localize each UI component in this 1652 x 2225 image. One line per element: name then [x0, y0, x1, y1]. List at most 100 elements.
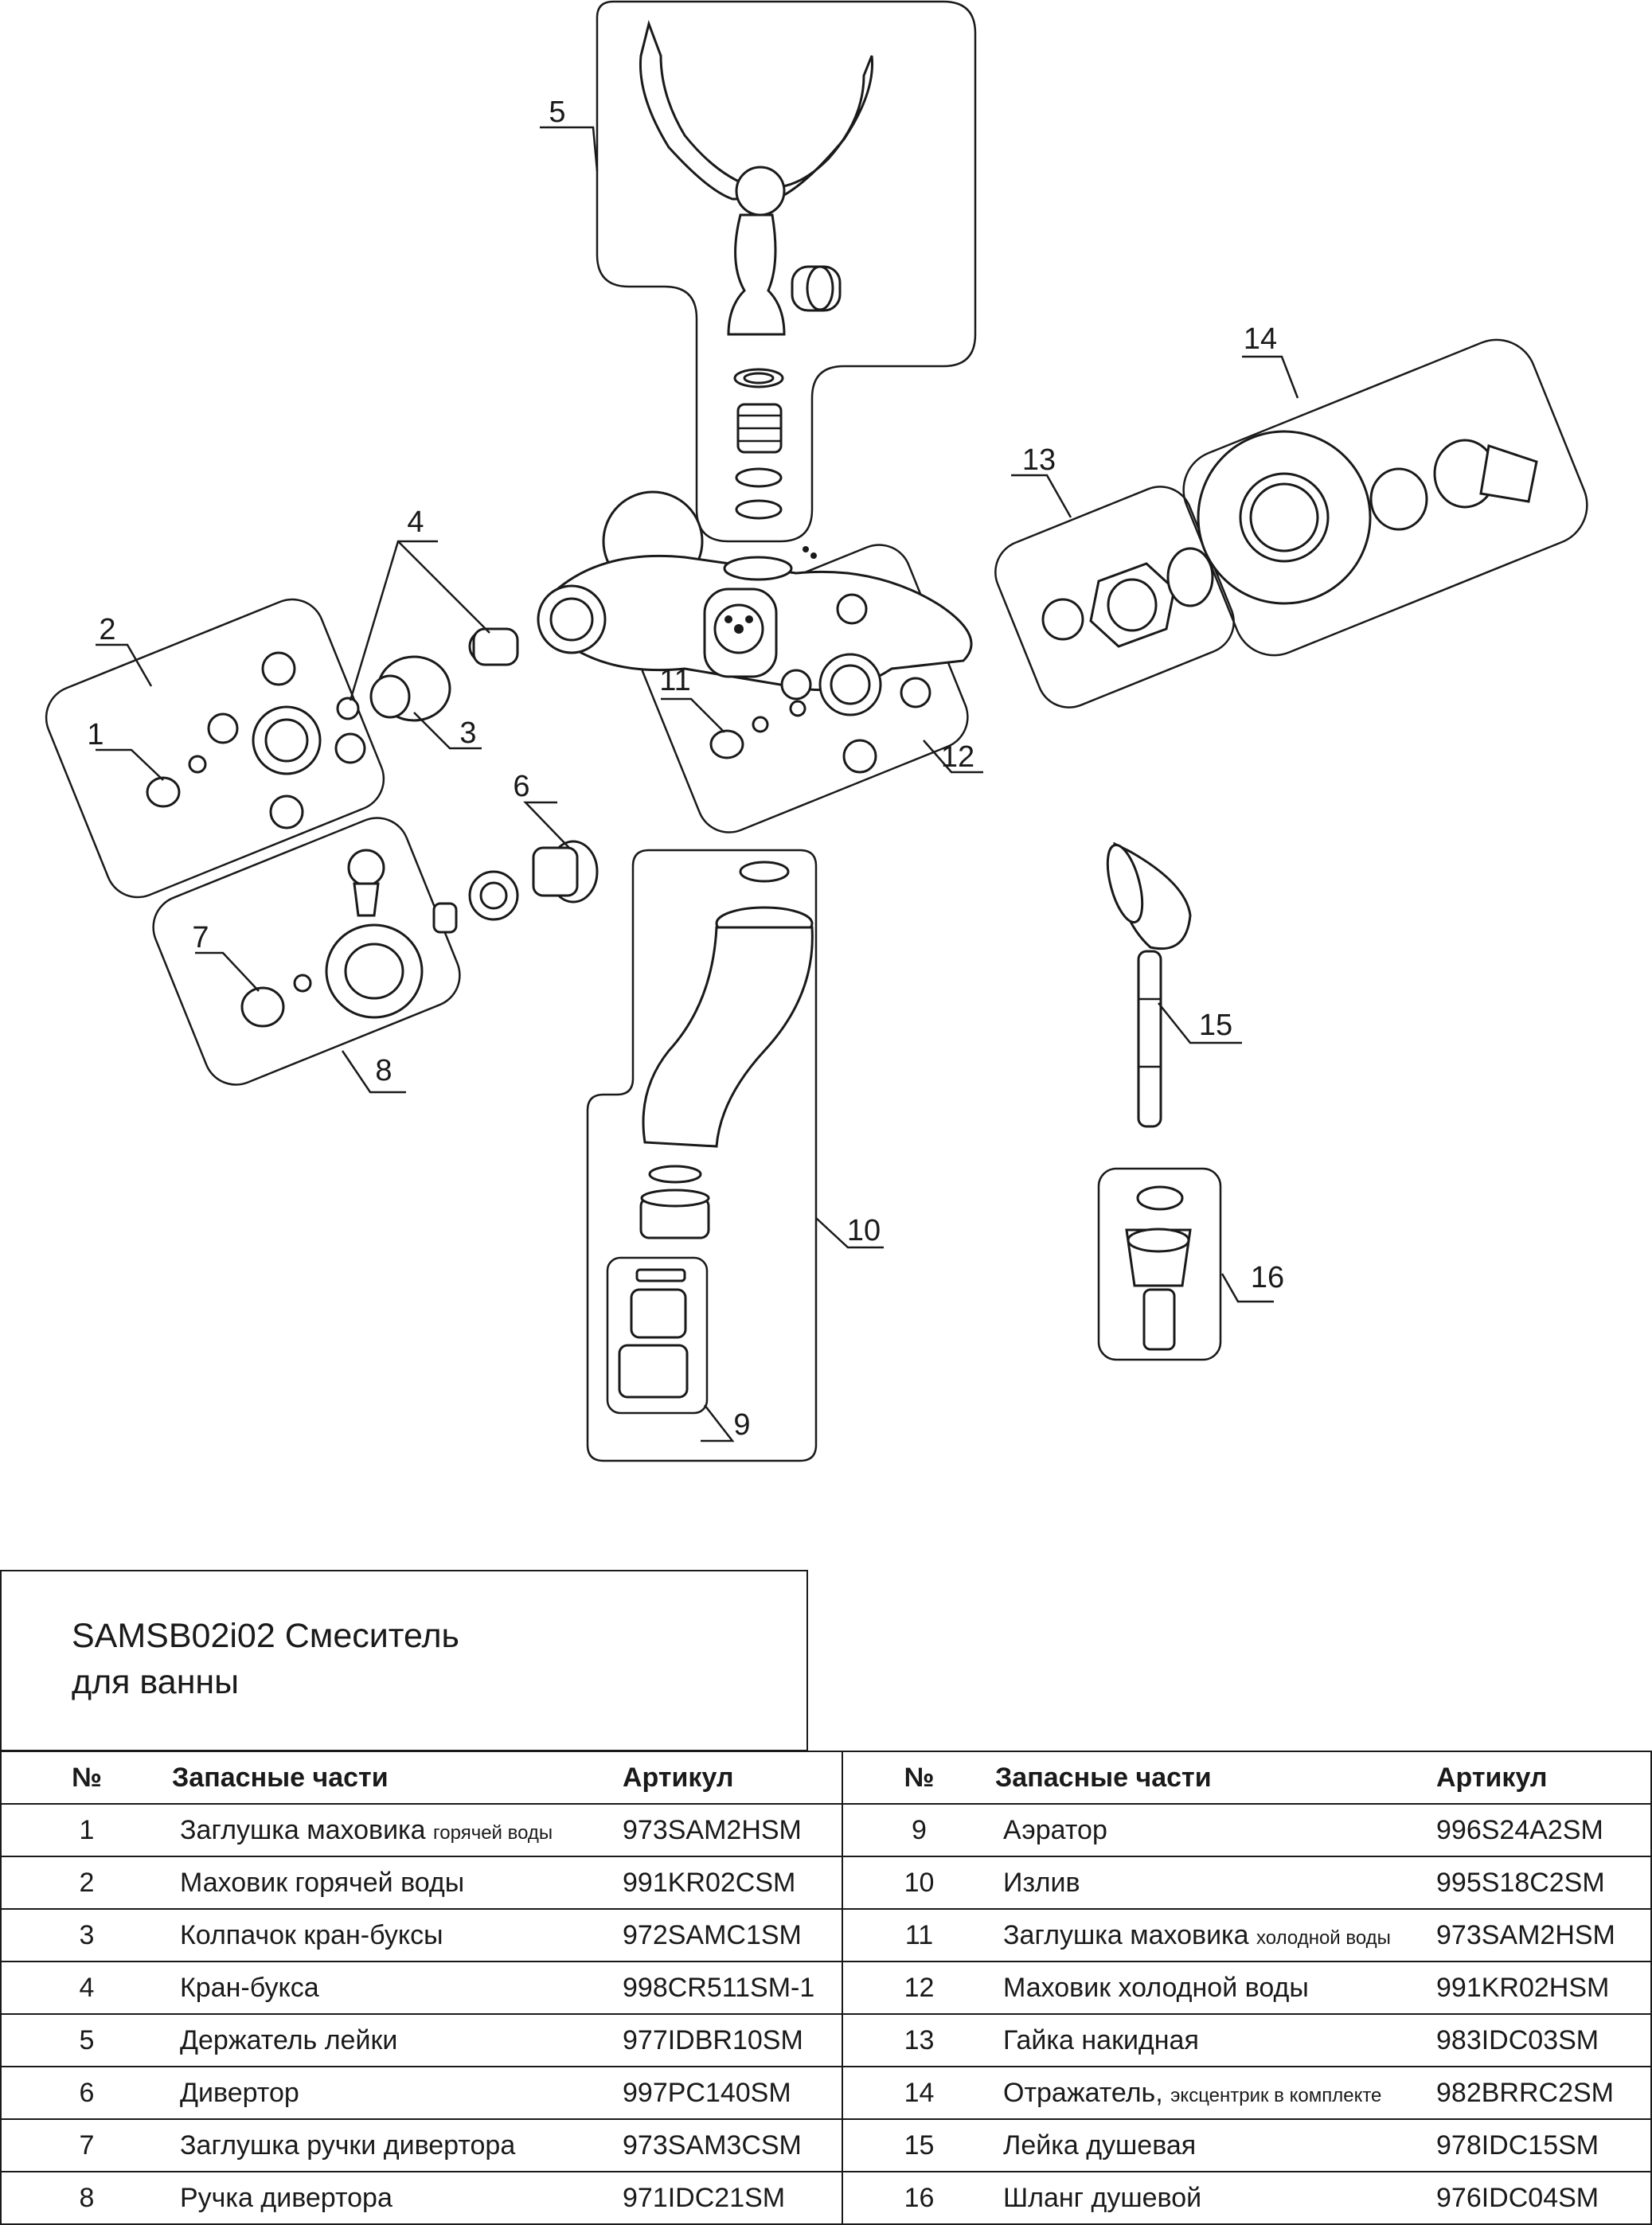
part-note: эксцентрик в комплекте: [1170, 2084, 1382, 2106]
group-outline-10: [586, 849, 818, 1462]
part-name: Держатель лейки: [180, 2024, 398, 2055]
part-name: Кран-букса: [180, 1972, 319, 2003]
part-number-cell: 2: [0, 1856, 172, 1910]
part-number-cell: 14: [842, 2066, 995, 2120]
part-name-cell: Лейка душевая: [995, 2118, 1431, 2172]
header-name-right: Запасные части: [995, 1751, 1431, 1805]
title-box: SAMSB02i02 Смеситель для ванны: [0, 1570, 808, 1751]
part-name-cell: Гайка накидная: [995, 2013, 1431, 2067]
part-name: Ручка дивертора: [180, 2182, 392, 2213]
shower-holder: [639, 19, 874, 520]
article-cell: 995S18C2SM: [1431, 1856, 1652, 1910]
header-name-left: Запасные части: [172, 1751, 618, 1805]
part-name-cell: Заглушка маховика холодной воды: [995, 1908, 1431, 1962]
part-name-cell: Отражатель, эксцентрик в комплекте: [995, 2066, 1431, 2120]
article-cell: 982BRRC2SM: [1431, 2066, 1652, 2120]
part-number-cell: 13: [842, 2013, 995, 2067]
mixer-body: [537, 490, 973, 692]
part-name-cell: Держатель лейки: [172, 2013, 618, 2067]
product-title: SAMSB02i02 Смеситель для ванны: [72, 1617, 459, 1701]
diverter-assembly: [240, 840, 599, 1028]
callout-8: 8: [375, 1054, 392, 1087]
exploded-parts-diagram: 1 2 3 4 5 6 7 8 9 10 11 12 13 14 15 16: [45, 0, 1588, 1462]
callout-1: 1: [87, 718, 103, 751]
header-article-right: Артикул: [1431, 1751, 1652, 1805]
part-name: Аэратор: [1003, 1814, 1107, 1845]
article-cell: 973SAM3CSM: [618, 2118, 842, 2172]
article-cell: 971IDC21SM: [618, 2171, 842, 2225]
table-header-row: № Запасные части Артикул № Запасные част…: [0, 1751, 1652, 1805]
part-name: Гайка накидная: [1003, 2024, 1199, 2055]
part-number-cell: 3: [0, 1908, 172, 1962]
callout-16: 16: [1251, 1261, 1284, 1294]
group-outline-9: [606, 1256, 709, 1415]
article-cell: 973SAM2HSM: [1431, 1908, 1652, 1962]
part-note: холодной воды: [1256, 1926, 1391, 1949]
part-name: Заглушка ручки дивертора: [180, 2129, 516, 2161]
article-cell: 998CR511SM-1: [618, 1961, 842, 2015]
article-cell: 973SAM2HSM: [618, 1803, 842, 1857]
part-name: Маховик горячей воды: [180, 1867, 465, 1898]
part-number-cell: 1: [0, 1803, 172, 1857]
part-name-cell: Маховик горячей воды: [172, 1856, 618, 1910]
part-number-cell: 9: [842, 1803, 995, 1857]
part-name-cell: Аэратор: [995, 1803, 1431, 1857]
part-name: Дивертор: [180, 2077, 299, 2108]
group-outline-8: [152, 817, 461, 1086]
header-article-left: Артикул: [618, 1751, 842, 1805]
leader-lines: [96, 126, 1299, 1442]
callout-3: 3: [459, 716, 476, 750]
article-cell: 997PC140SM: [618, 2066, 842, 2120]
callout-13: 13: [1022, 443, 1056, 477]
shower-head-and-hose: [1106, 841, 1192, 1351]
group-outline-16: [1097, 1167, 1222, 1361]
part-name: Лейка душевая: [1003, 2129, 1197, 2161]
callout-11: 11: [659, 664, 690, 697]
callout-14: 14: [1244, 322, 1277, 356]
part-name-cell: Колпачок кран-буксы: [172, 1908, 618, 1962]
hot-handle: [146, 651, 366, 829]
group-outline-5: [596, 0, 977, 543]
part-number-cell: 7: [0, 2118, 172, 2172]
part-number-cell: 5: [0, 2013, 172, 2067]
article-cell: 991KR02CSM: [618, 1856, 842, 1910]
part-name-cell: Шланг душевой: [995, 2171, 1431, 2225]
cap-and-cartridge: [336, 627, 519, 722]
part-number-cell: 16: [842, 2171, 995, 2225]
part-number-cell: 10: [842, 1856, 995, 1910]
article-cell: 983IDC03SM: [1431, 2013, 1652, 2067]
header-no-right: №: [842, 1751, 995, 1805]
callout-15: 15: [1199, 1009, 1232, 1042]
spare-parts-table: № Запасные части Артикул № Запасные част…: [0, 1751, 1652, 2225]
part-number-cell: 11: [842, 1908, 995, 1962]
part-name: Шланг душевой: [1003, 2182, 1202, 2213]
part-name: Колпачок кран-буксы: [180, 1919, 443, 1950]
part-note: горячей воды: [433, 1821, 553, 1844]
article-cell: 991KR02HSM: [1431, 1961, 1652, 2015]
part-name-cell: Ручка дивертора: [172, 2171, 618, 2225]
callout-2: 2: [99, 613, 115, 646]
cold-handle: [709, 593, 931, 774]
callout-12: 12: [941, 740, 974, 774]
article-cell: 976IDC04SM: [1431, 2171, 1652, 2225]
article-cell: 977IDBR10SM: [618, 2013, 842, 2067]
part-number-cell: 8: [0, 2171, 172, 2225]
part-name: Отражатель,: [1003, 2077, 1163, 2108]
part-name: Заглушка маховика: [1003, 1919, 1249, 1950]
callout-labels: 1 2 3 4 5 6 7 8 9 10 11 12 13 14 15 16: [87, 96, 1284, 1442]
nut-and-reflector: [1041, 430, 1538, 648]
header-no-left: №: [0, 1751, 172, 1805]
callout-4: 4: [407, 506, 424, 539]
part-name-cell: Заглушка маховика горячей воды: [172, 1803, 618, 1857]
callout-9: 9: [733, 1408, 750, 1442]
part-number-cell: 12: [842, 1961, 995, 2015]
part-name-cell: Заглушка ручки дивертора: [172, 2118, 618, 2172]
article-cell: 978IDC15SM: [1431, 2118, 1652, 2172]
callout-6: 6: [513, 770, 529, 803]
